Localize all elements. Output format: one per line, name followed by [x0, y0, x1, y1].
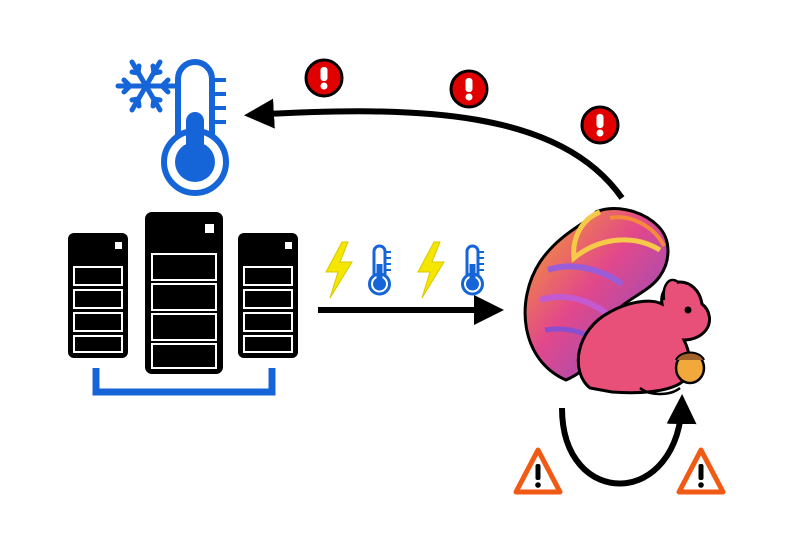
server-rack-right: [238, 233, 298, 358]
server-rack-center: [145, 212, 223, 374]
alert-icon: [449, 69, 489, 109]
alert-icon: [304, 58, 344, 98]
lightning-icon: [325, 241, 353, 299]
server-base-connector: [92, 368, 276, 396]
server-rack-left: [68, 233, 128, 358]
snowflake-icon: [115, 59, 177, 113]
warning-icon: [513, 447, 563, 495]
edge-processor-to-cooling: [244, 98, 625, 200]
alert-icon: [580, 105, 620, 145]
thermometer-icon: [461, 244, 484, 296]
warning-icon: [676, 447, 726, 495]
edge-processor-self-loop: [559, 394, 697, 487]
lightning-icon: [417, 241, 445, 299]
large-thermometer-icon: [161, 59, 229, 196]
flink-squirrel-logo: [523, 207, 711, 396]
thermometer-icon: [368, 244, 391, 296]
